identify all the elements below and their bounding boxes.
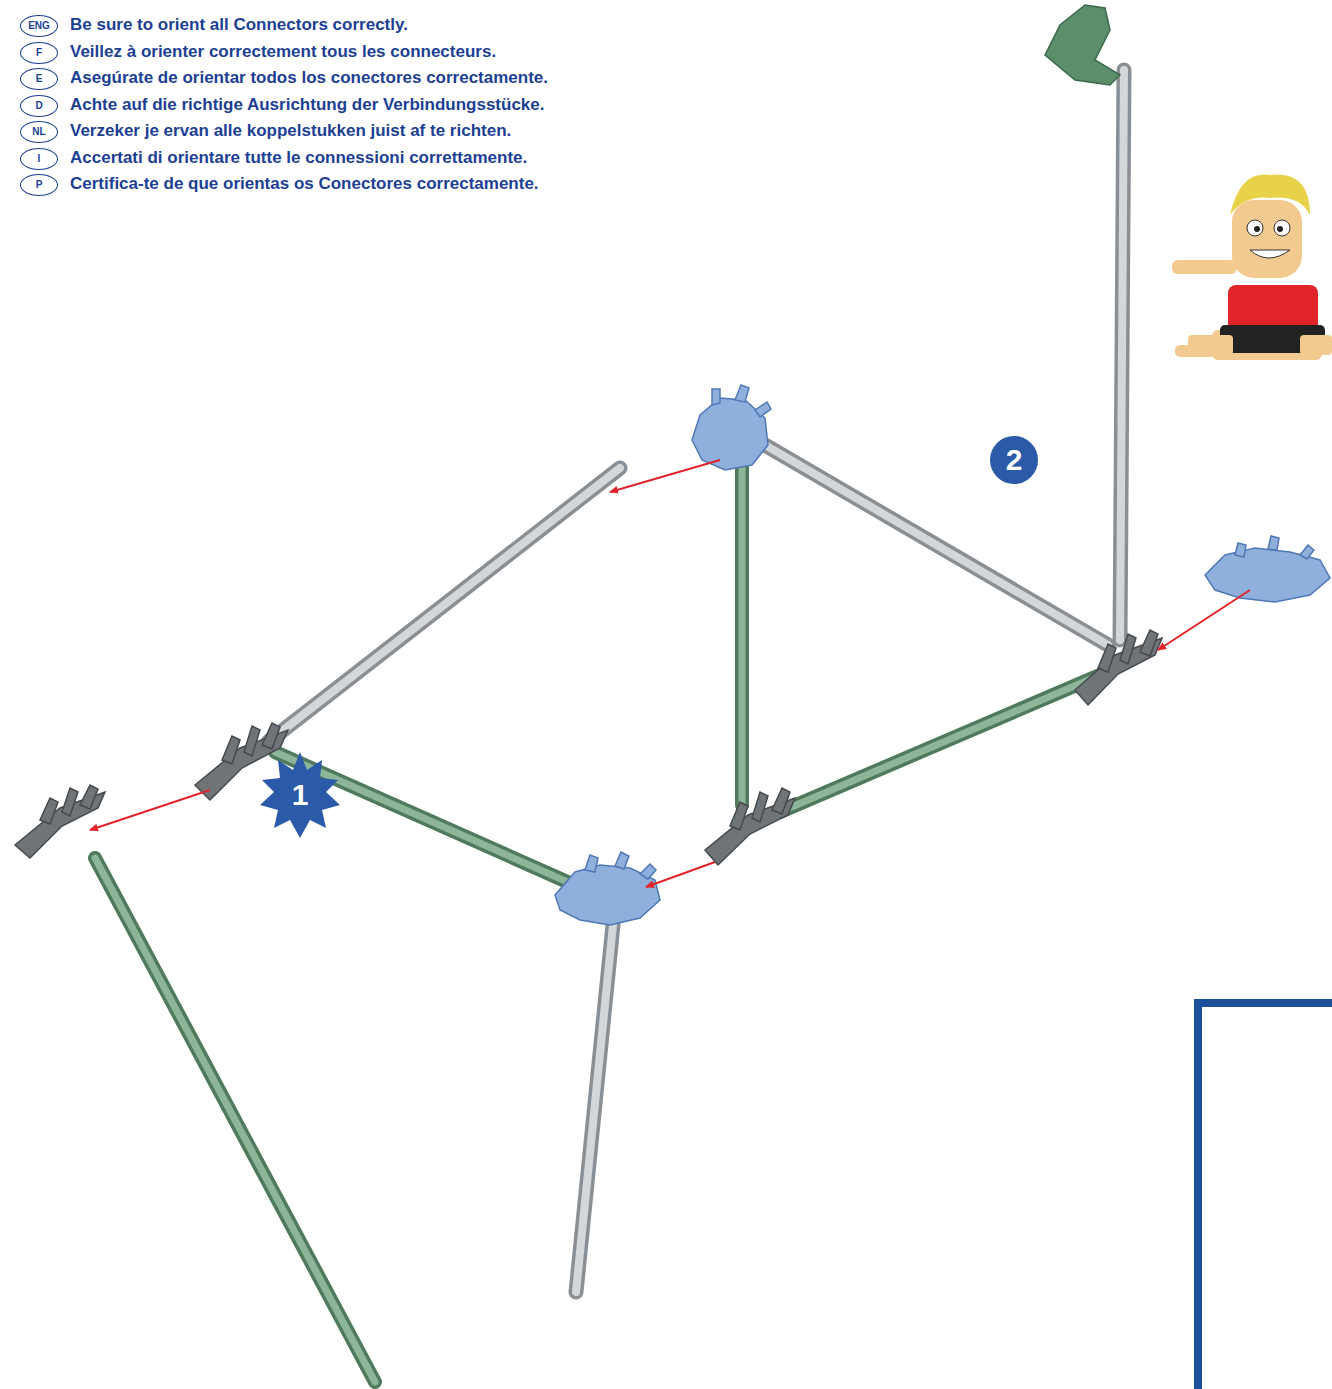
green-rods — [95, 465, 1100, 1382]
callout-number: 2 — [1006, 443, 1023, 477]
instruction-text: Veillez à orienter correctement tous les… — [70, 41, 496, 63]
language-code: NL — [20, 121, 58, 143]
language-code: F — [20, 42, 58, 64]
placement-arrows — [90, 460, 1250, 887]
instruction-text: Be sure to orient all Connectors correct… — [70, 14, 408, 36]
instruction-text: Certifica-te de que orientas os Conector… — [70, 173, 539, 195]
language-code: P — [20, 174, 58, 196]
builder-figure — [1172, 175, 1332, 361]
step-star — [260, 752, 340, 838]
step-circle — [990, 436, 1038, 484]
instruction-text: Achte auf die richtige Ausrichtung der V… — [70, 94, 545, 116]
callout-number: 1 — [292, 778, 309, 812]
language-code: ENG — [20, 15, 58, 37]
page-frame — [1198, 1003, 1332, 1389]
language-code: E — [20, 68, 58, 90]
grey-rods — [268, 70, 1124, 1292]
instruction-text: Verzeker je ervan alle koppelstukken jui… — [70, 120, 511, 142]
grey-connectors — [15, 630, 1162, 865]
language-code: D — [20, 95, 58, 117]
instruction-text: Accertati di orientare tutte le connessi… — [70, 147, 527, 169]
instruction-text: Asegúrate de orientar todos los conector… — [70, 67, 548, 89]
language-code: I — [20, 148, 58, 170]
blue-connectors — [555, 385, 1330, 925]
green-connector — [1045, 5, 1120, 85]
